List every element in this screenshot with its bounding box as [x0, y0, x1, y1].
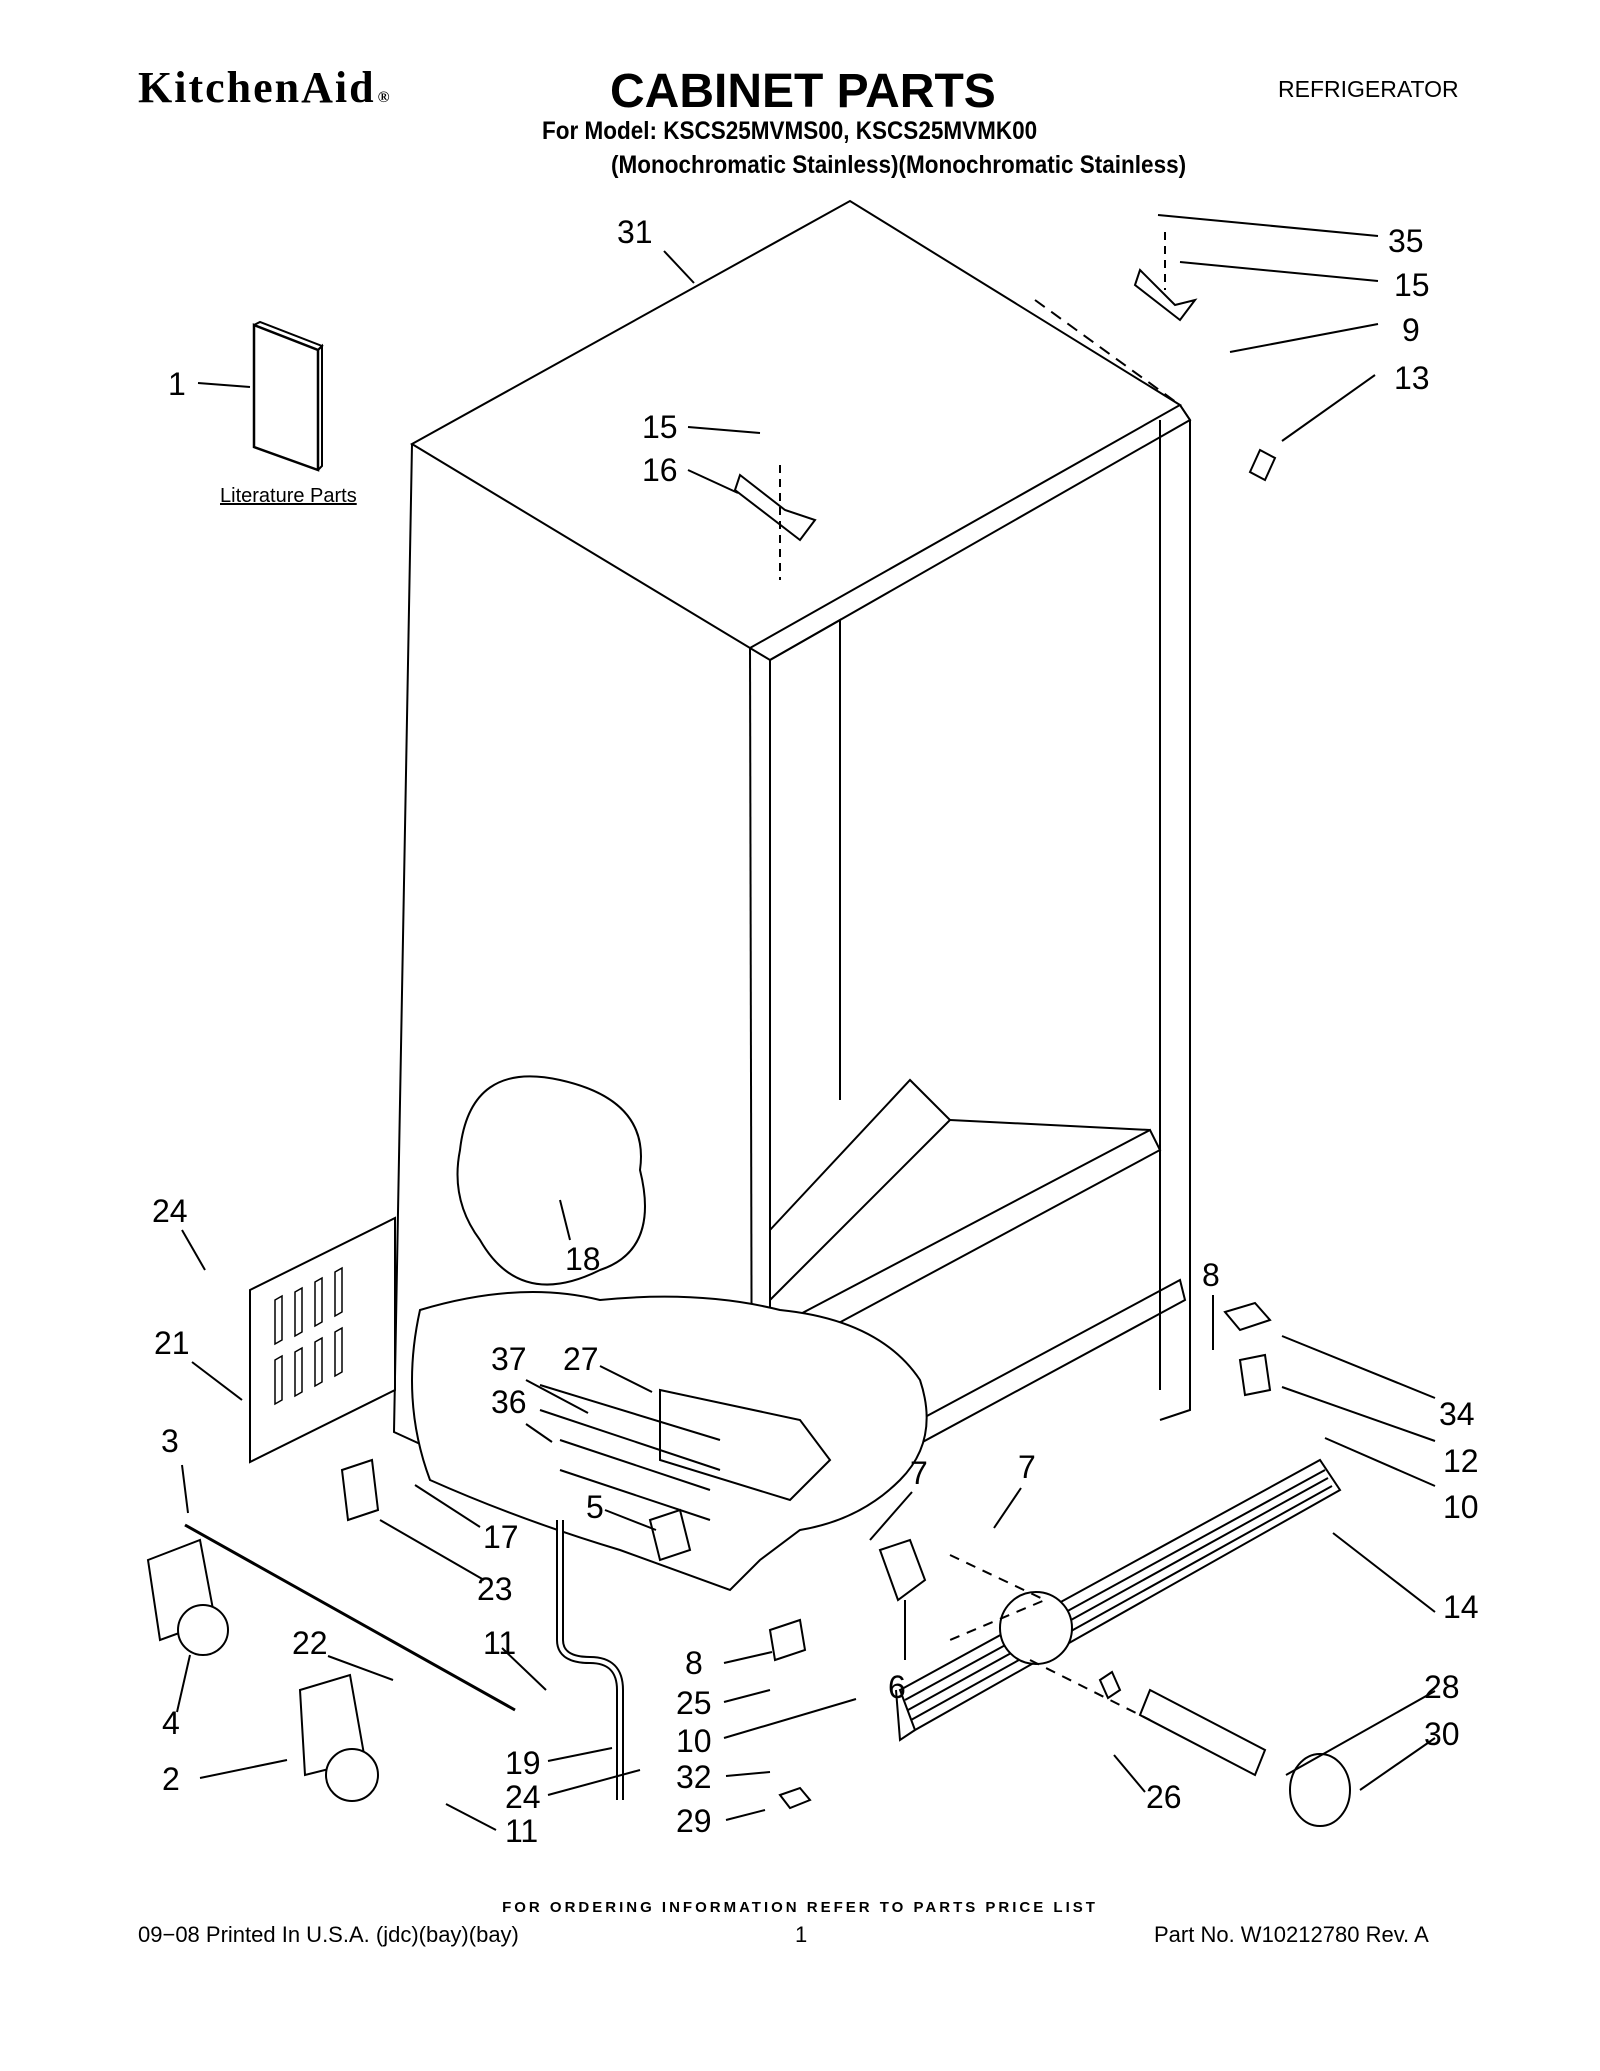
callout-34: 34: [1439, 1396, 1475, 1432]
callout-31: 31: [617, 214, 653, 250]
callout-14: 14: [1443, 1589, 1479, 1625]
callout-10-right: 10: [1443, 1489, 1479, 1525]
callout-4: 4: [162, 1705, 180, 1741]
callout-11-bottom: 11: [505, 1813, 538, 1849]
callout-21: 21: [154, 1325, 190, 1361]
callout-25: 25: [676, 1685, 712, 1721]
callout-32: 32: [676, 1759, 712, 1795]
callout-5: 5: [586, 1489, 604, 1525]
ordering-note: FOR ORDERING INFORMATION REFER TO PARTS …: [502, 1899, 1098, 1916]
leader-arrows: [176, 214, 1436, 1831]
callout-28: 28: [1424, 1669, 1460, 1705]
callout-labels: 31 35 15 9 13 1 15 16 18 24 21 8 37 27 3…: [152, 214, 1479, 1849]
callout-29: 29: [676, 1803, 712, 1839]
callout-18: 18: [565, 1241, 601, 1277]
callout-10-bottom: 10: [676, 1723, 712, 1759]
callout-15-top: 15: [1394, 267, 1430, 303]
callout-6: 6: [888, 1669, 906, 1705]
callout-24-left: 24: [152, 1193, 188, 1229]
callout-2: 2: [162, 1761, 180, 1797]
brand-logo: KitchenAid®: [138, 62, 392, 113]
callout-13: 13: [1394, 360, 1430, 396]
callout-22: 22: [292, 1625, 328, 1661]
callout-35: 35: [1388, 223, 1424, 259]
callout-16: 16: [642, 452, 678, 488]
callout-24-bottom: 24: [505, 1779, 541, 1815]
callout-11-mid: 11: [483, 1625, 516, 1661]
cabinet-linework: [146, 199, 1351, 1827]
callout-37: 37: [491, 1341, 527, 1377]
callout-1: 1: [168, 366, 186, 402]
callout-12: 12: [1443, 1443, 1479, 1479]
callout-8-bottom: 8: [685, 1645, 703, 1681]
registered-mark: ®: [377, 89, 392, 106]
callout-15-mid: 15: [642, 409, 678, 445]
callout-3: 3: [161, 1423, 179, 1459]
callout-17: 17: [483, 1519, 519, 1555]
callout-27: 27: [563, 1341, 599, 1377]
variant-line: (Monochromatic Stainless)(Monochromatic …: [611, 151, 1187, 179]
callout-19: 19: [505, 1745, 541, 1781]
part-number: Part No. W10212780 Rev. A: [1154, 1922, 1429, 1947]
callout-7-left: 7: [910, 1455, 928, 1491]
callout-30: 30: [1424, 1716, 1460, 1752]
model-line: For Model: KSCS25MVMS00, KSCS25MVMK00: [542, 117, 1038, 145]
brand-name: KitchenAid: [138, 63, 376, 112]
callout-36: 36: [491, 1384, 527, 1420]
page-number: 1: [795, 1922, 808, 1947]
print-info: 09−08 Printed In U.S.A. (jdc)(bay)(bay): [138, 1922, 519, 1947]
callout-26: 26: [1146, 1779, 1182, 1815]
callout-23: 23: [477, 1571, 513, 1607]
literature-parts-label: Literature Parts: [220, 485, 357, 507]
callout-8-right: 8: [1202, 1257, 1220, 1293]
page-title: CABINET PARTS: [610, 65, 996, 118]
appliance-type: REFRIGERATOR: [1278, 76, 1459, 102]
callout-9: 9: [1402, 312, 1420, 348]
callout-7-right: 7: [1018, 1449, 1036, 1485]
